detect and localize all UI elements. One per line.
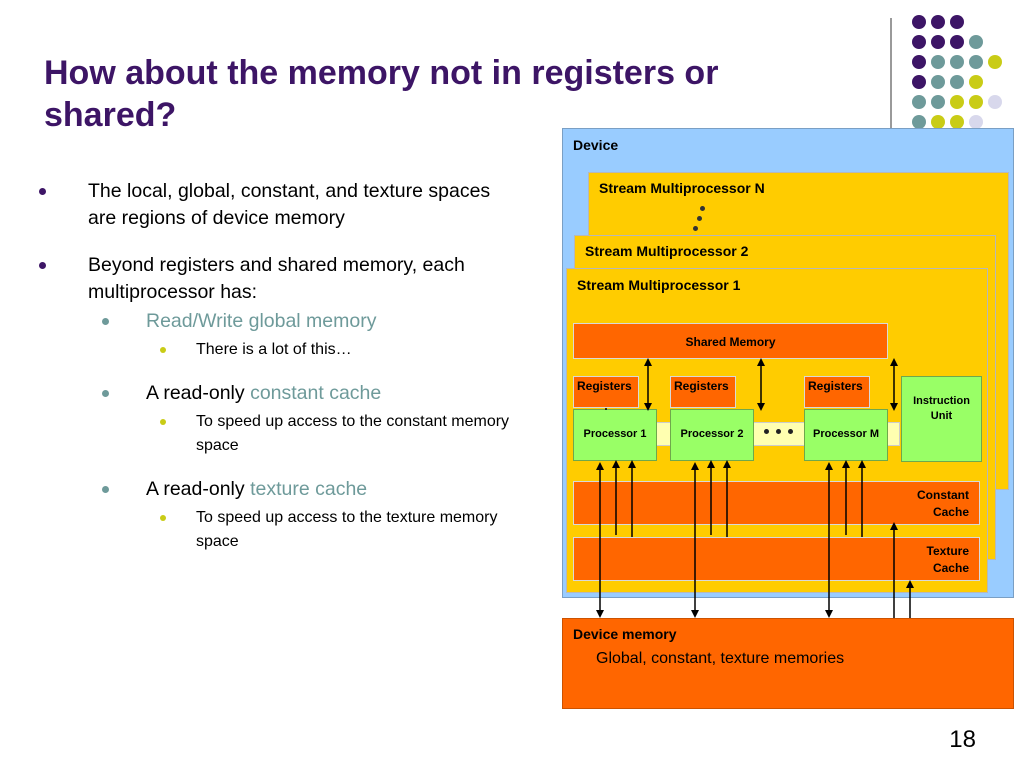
- device-memory-description: Global, constant, texture memories: [596, 650, 845, 667]
- sub-sub-bullet-item: There is a lot of this…: [36, 338, 516, 362]
- constant-cache-box: Constant Cache: [573, 481, 980, 525]
- horizontal-ellipsis: [762, 428, 798, 436]
- vertical-ellipsis: [688, 204, 708, 234]
- processor-label: Processor 2: [680, 428, 744, 440]
- page-number: 18: [949, 726, 976, 753]
- sub-sub-bullet-item: To speed up access to the texture memory…: [36, 506, 516, 554]
- sub-bullet-text: A read-only: [146, 478, 251, 500]
- bullet-item: Beyond registers and shared memory, each…: [36, 252, 516, 306]
- sub-bullet-item: Read/Write global memory: [36, 308, 516, 334]
- sub-sub-bullet-item: To speed up access to the constant memor…: [36, 410, 516, 458]
- sm-2-label: Stream Multiprocessor 2: [585, 243, 749, 259]
- registers-box: Registers: [573, 376, 639, 408]
- sub-bullet-text: A read-only: [146, 382, 251, 404]
- registers-label: Registers: [808, 379, 863, 393]
- texture-cache-label: Texture Cache: [926, 544, 969, 575]
- sub-bullet-item: A read-only constant cache: [36, 380, 516, 406]
- instruction-unit-box: Instruction Unit: [901, 376, 982, 462]
- highlight-text: constant cache: [250, 382, 382, 404]
- texture-cache-box: Texture Cache: [573, 537, 980, 581]
- processor-2-box: Processor 2: [670, 409, 754, 461]
- device-memory-label: Device memory: [573, 626, 677, 642]
- bullet-item: The local, global, constant, and texture…: [36, 178, 516, 232]
- registers-box: Registers: [804, 376, 870, 408]
- processor-1-box: Processor 1: [573, 409, 657, 461]
- device-label: Device: [573, 137, 619, 153]
- decorative-divider: [890, 18, 892, 130]
- decorative-dot-grid: [902, 12, 1012, 132]
- shared-memory-box: Shared Memory: [573, 323, 888, 359]
- processor-label: Processor M: [812, 428, 880, 440]
- constant-cache-label: Constant Cache: [917, 488, 969, 519]
- registers-label: Registers: [674, 379, 729, 393]
- processor-m-box: Processor M: [804, 409, 888, 461]
- sm-n-label: Stream Multiprocessor N: [599, 180, 765, 196]
- registers-box: Registers: [670, 376, 736, 408]
- sm-1-label: Stream Multiprocessor 1: [577, 277, 741, 293]
- shared-memory-label: Shared Memory: [685, 335, 776, 349]
- bullet-list: The local, global, constant, and texture…: [36, 178, 516, 572]
- slide-title: How about the memory not in registers or…: [44, 54, 719, 134]
- processor-label: Processor 1: [583, 428, 647, 440]
- sub-bullet-item: A read-only texture cache: [36, 476, 516, 502]
- highlight-text: texture cache: [250, 478, 368, 500]
- device-memory-box: Device memory Global, constant, texture …: [562, 618, 1014, 709]
- instruction-unit-label: Instruction Unit: [913, 395, 970, 422]
- registers-label: Registers: [577, 379, 632, 393]
